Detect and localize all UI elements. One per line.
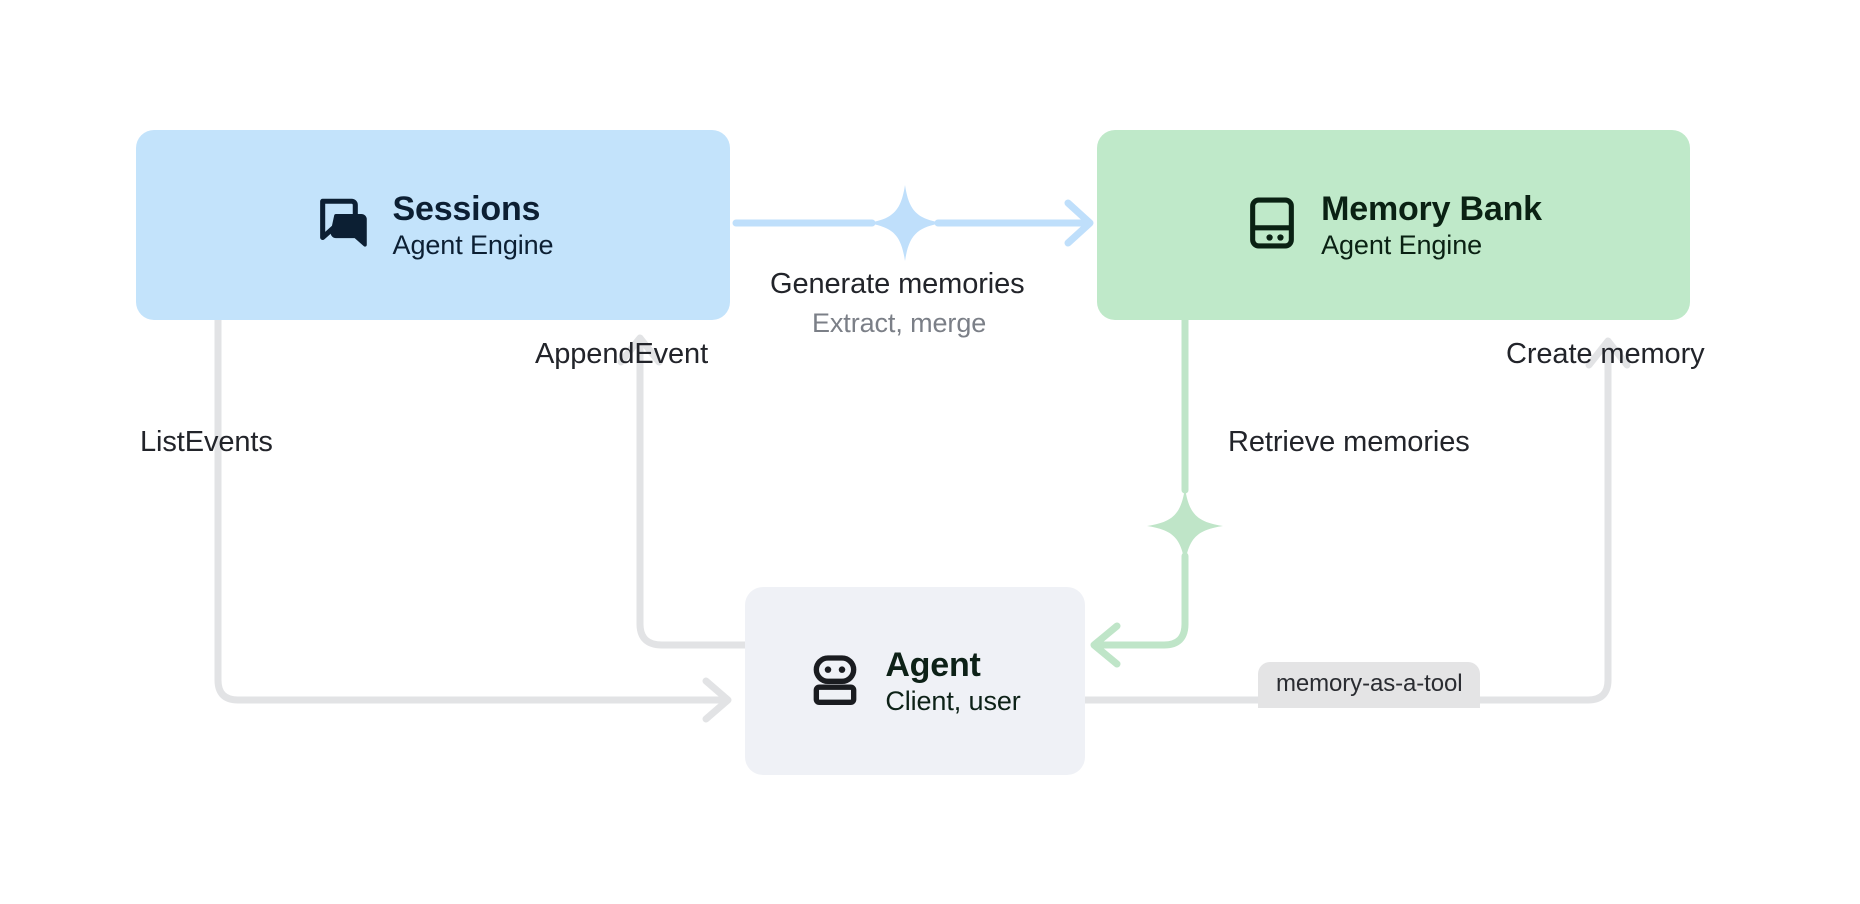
chat-bubbles-icon (313, 194, 371, 257)
node-sessions-subtitle: Agent Engine (392, 229, 554, 260)
sparkle-icon-green (1147, 488, 1223, 564)
node-memory-bank-title: Memory Bank (1321, 189, 1542, 228)
edge-create-memory (1081, 337, 1631, 704)
edge-label-append-event: AppendEvent (535, 338, 709, 370)
edge-append-event (617, 334, 749, 649)
node-memory-bank-subtitle: Agent Engine (1321, 229, 1483, 260)
robot-icon (809, 651, 861, 712)
node-memory-bank[interactable]: Memory Bank Agent Engine (1097, 130, 1690, 320)
edge-retrieve-memories (1090, 316, 1223, 668)
edge-sublabel-generate-memories: Extract, merge (812, 308, 987, 338)
node-sessions[interactable]: Sessions Agent Engine (136, 130, 730, 320)
memory-bank-icon (1245, 194, 1299, 257)
node-sessions-title: Sessions (392, 189, 541, 228)
edge-label-list-events: ListEvents (140, 426, 273, 458)
edge-label-create-memory: Create memory (1506, 338, 1705, 370)
node-agent-subtitle: Client, user (885, 685, 1021, 716)
tag-memory-as-a-tool: memory-as-a-tool (1258, 662, 1481, 708)
edge-generate-memories (732, 185, 1094, 261)
node-agent[interactable]: Agent Client, user (745, 587, 1085, 775)
edge-label-retrieve-memories: Retrieve memories (1228, 426, 1470, 458)
edge-list-events (214, 316, 732, 723)
sparkle-icon-blue (867, 185, 943, 261)
edge-label-generate-memories: Generate memories (770, 268, 1025, 300)
node-agent-title: Agent (885, 645, 981, 684)
